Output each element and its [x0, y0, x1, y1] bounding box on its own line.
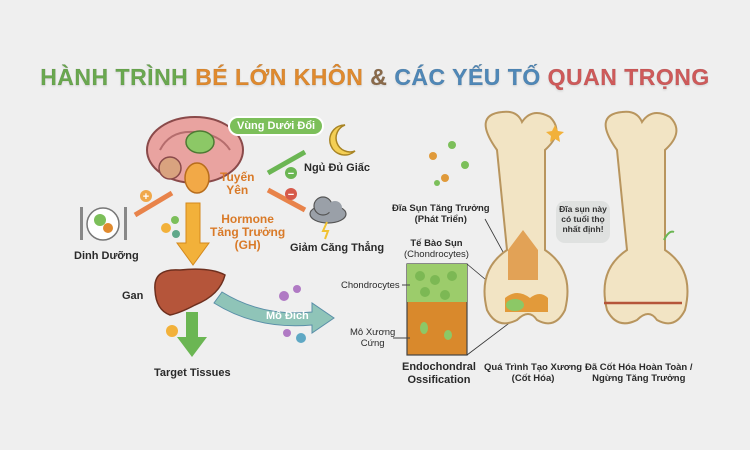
liver-illustration [154, 268, 226, 316]
liver-label: Gan [122, 290, 144, 302]
chondrocytes-label: Chondrocytes [341, 280, 400, 291]
gh-arrow [176, 202, 210, 266]
mo-dich-arrow [213, 291, 335, 334]
stress-cloud-icon [309, 196, 347, 240]
ossification-process-label: Quá Trình Tạo Xương(Cốt Hóa) [484, 362, 583, 384]
sleep-arrow [266, 149, 307, 176]
target-tissues-label: Target Tissues [154, 367, 231, 379]
growth-plate-label: Đĩa Sụn Tăng Trưởng(Phát Triển) [392, 203, 490, 225]
mo-dich-label: Mô Đích [266, 310, 309, 322]
star-icon [546, 125, 564, 142]
chondrocytes-title-label: Tế Bào Sụn(Chondrocytes) [404, 238, 469, 260]
brain-illustration [146, 116, 244, 194]
nutrition-arrow [133, 190, 174, 218]
stress-label: Giảm Căng Thẳng [290, 242, 385, 254]
nutrition-label: Dinh Dưỡng [74, 250, 139, 262]
growing-bone [483, 110, 569, 325]
sleep-label: Ngủ Đủ Giấc [304, 162, 371, 174]
fully-ossified-label: Đã Cốt Hóa Hoàn Toàn /Ngừng Tăng Trưởng [585, 362, 693, 384]
svg-text:−: − [288, 189, 294, 201]
leaf-icon [663, 230, 675, 241]
svg-text:+: + [143, 191, 149, 203]
stress-arrow [266, 187, 307, 213]
mature-bone [603, 110, 689, 325]
minus-icon [285, 188, 297, 200]
hypothalamus-shape [185, 130, 215, 154]
chondrocyte-box [406, 263, 468, 356]
moon-icon [329, 124, 356, 156]
hypothalamus-label: Vùng Dưới Đổi [228, 116, 325, 136]
nutrition-plate-icon [80, 207, 127, 241]
pituitary-shape [184, 162, 210, 194]
plus-icon [140, 190, 152, 202]
minus-icon [285, 167, 297, 179]
target-arrow [177, 312, 207, 357]
page-title: HÀNH TRÌNH BÉ LỚN KHÔN & CÁC YẾU TỐ QUAN… [40, 64, 710, 91]
svg-text:−: − [288, 168, 294, 180]
